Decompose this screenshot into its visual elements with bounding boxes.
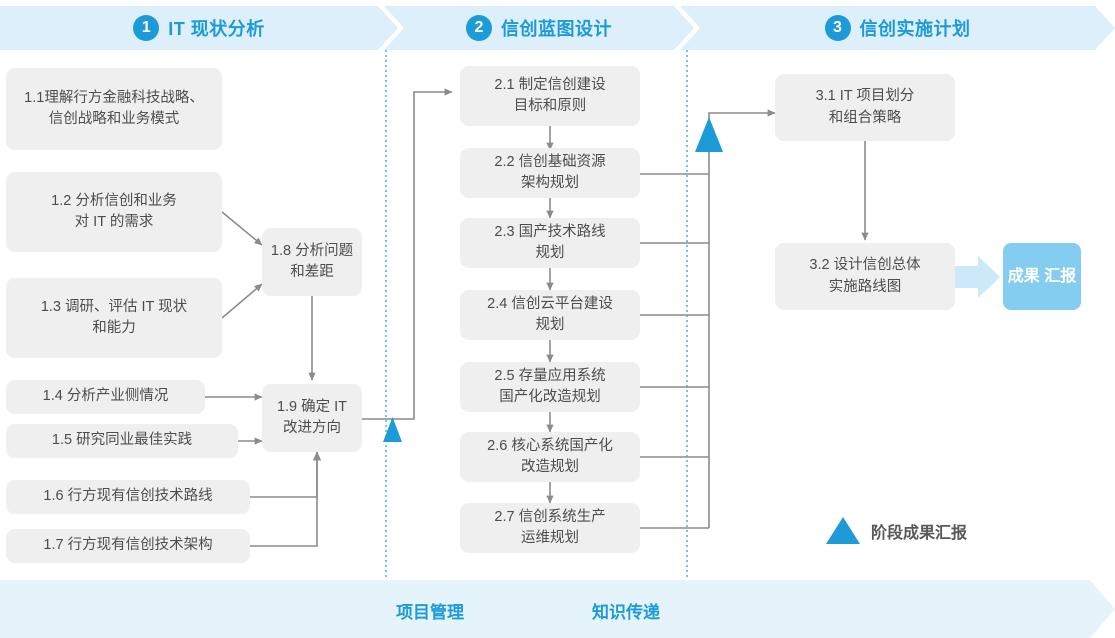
connector-13-to-18 [221,283,263,319]
process-box-3-2-line1: 3.2 设计信创总体 [809,257,921,274]
phase-chevron-shape [384,6,694,50]
process-box-3-2-line2: 实施路线图 [828,278,902,295]
process-box-2-2-line2: 架构规划 [521,175,579,191]
phase-banner-3: 3 信创实施计划 [680,6,1115,50]
phase-title-3: 信创实施计划 [859,19,971,39]
phase-banner-2: 2 信创蓝图设计 [384,6,694,50]
process-box-1-9-line1: 1.9 确定 IT [276,398,348,415]
process-box-1-8-line1: 1.8 分析问题 [270,242,354,259]
phase-number-1: 1 [133,15,160,41]
connector-17-to-19 [250,452,318,547]
process-box-2-3-line2: 规划 [535,245,565,261]
process-box-1-1-line1: 1.1理解行方金融科技战略、 [24,89,204,106]
process-box-3-1[interactable]: 3.1 IT 项目划分 和组合策略 [775,74,955,141]
milestone-triangle-icon [826,517,860,544]
connector-32-to-result [952,256,1000,298]
connector-16-to-19 [250,451,322,498]
process-box-1-7-line1: 1.7 行方现有信创技术架构 [43,537,213,554]
bottom-band-label-1: 知识传递 [592,603,660,622]
process-box-2-3[interactable]: 2.3 国产技术路线 规划 [460,218,640,268]
process-box-1-9[interactable]: 1.9 确定 IT 改进方向 [262,384,362,452]
process-box-1-1[interactable]: 1.1理解行方金融科技战略、 信创战略和业务模式 [6,68,222,150]
milestone-triangle-phase2 [695,117,723,152]
process-box-1-4-line1: 1.4 分析产业侧情况 [42,388,169,405]
legend: 阶段成果汇报 [826,517,967,544]
result-report-box[interactable]: 成果 汇报 [1003,243,1081,310]
process-box-3-1-line1: 3.1 IT 项目划分 [815,88,915,105]
process-box-1-8[interactable]: 1.8 分析问题 和差距 [262,228,362,296]
process-box-2-1-line2: 目标和原则 [513,98,587,114]
process-box-2-1[interactable]: 2.1 制定信创建设 目标和原则 [460,66,640,126]
process-box-1-2[interactable]: 1.2 分析信创和业务 对 IT 的需求 [6,172,222,252]
bottom-band: 项目管理 知识传递 [0,580,1115,638]
bottom-band-shape [0,580,1115,638]
process-box-1-3-line1: 1.3 调研、评估 IT 现状 [40,298,188,315]
connector-19-to-21 [362,88,453,420]
process-box-1-1-line2: 信创战略和业务模式 [48,111,180,127]
process-box-1-2-line1: 1.2 分析信创和业务 [51,192,177,209]
process-box-2-4-line2: 规划 [535,317,565,333]
phase-banner-1: 1 IT 现状分析 [0,6,398,50]
process-box-2-7-line1: 2.7 信创系统生产 [494,508,606,525]
process-box-2-5[interactable]: 2.5 存量应用系统 国产化改造规划 [460,362,640,412]
phase-title-1: IT 现状分析 [168,19,265,39]
process-box-2-3-line1: 2.3 国产技术路线 [494,223,606,240]
process-box-1-2-line2: 对 IT 的需求 [74,214,154,230]
process-box-1-5[interactable]: 1.5 研究同业最佳实践 [6,424,238,458]
process-box-2-6-line1: 2.6 核心系统国产化 [487,437,613,454]
process-box-1-3-line2: 和能力 [92,320,136,336]
process-box-1-8-line2: 和差距 [290,264,334,280]
process-box-1-5-line1: 1.5 研究同业最佳实践 [51,432,193,449]
process-box-2-7-line2: 运维规划 [521,530,579,546]
bottom-band-label-0: 项目管理 [396,603,464,622]
connector-bus-to-31 [708,109,776,528]
process-box-2-6[interactable]: 2.6 核心系统国产化 改造规划 [460,432,640,482]
process-box-1-4[interactable]: 1.4 分析产业侧情况 [6,380,205,414]
process-box-1-9-line2: 改进方向 [282,420,341,436]
milestone-triangle-phase1 [383,417,402,442]
phase-number-2: 2 [466,15,492,41]
result-report-line1: 成果 [1007,267,1040,285]
result-report-line2: 汇报 [1044,267,1077,285]
process-box-2-7[interactable]: 2.7 信创系统生产 运维规划 [460,503,640,553]
process-box-2-2-line1: 2.2 信创基础资源 [494,153,606,170]
connector-12-to-18 [221,211,263,246]
phase-number-3: 3 [824,15,851,41]
process-box-2-5-line2: 国产化改造规划 [499,389,601,405]
process-box-2-4-line1: 2.4 信创云平台建设 [487,295,613,312]
process-box-2-6-line2: 改造规划 [521,459,579,475]
legend-label: 阶段成果汇报 [871,524,968,542]
process-box-3-2[interactable]: 3.2 设计信创总体 实施路线图 [775,243,955,310]
phase-title-2: 信创蓝图设计 [501,19,612,39]
process-box-1-6-line1: 1.6 行方现有信创技术路线 [43,488,213,505]
process-box-1-7[interactable]: 1.7 行方现有信创技术架构 [6,529,250,563]
phase-chevron-shape [0,6,398,50]
process-box-3-1-line2: 和组合策略 [828,109,902,126]
process-box-1-3[interactable]: 1.3 调研、评估 IT 现状 和能力 [6,278,222,358]
process-box-1-6[interactable]: 1.6 行方现有信创技术路线 [6,480,250,514]
process-box-2-2[interactable]: 2.2 信创基础资源 架构规划 [460,148,640,198]
process-box-2-1-line1: 2.1 制定信创建设 [494,76,606,93]
phase-chevron-shape [680,6,1115,50]
process-box-2-5-line1: 2.5 存量应用系统 [494,367,606,384]
process-box-2-4[interactable]: 2.4 信创云平台建设 规划 [460,290,640,340]
